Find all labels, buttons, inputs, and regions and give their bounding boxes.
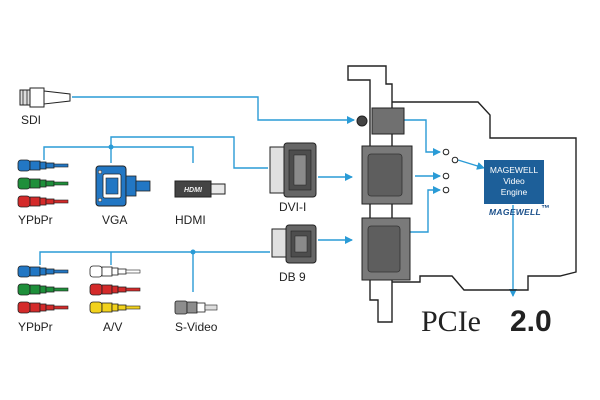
label-vga: VGA — [102, 213, 127, 227]
brand-trademark: ™ — [541, 203, 550, 213]
hdmi-connector-icon: HDMI — [174, 180, 226, 198]
label-ypbpr-top: YPbPr — [18, 213, 53, 227]
label-svideo: S-Video — [175, 320, 218, 334]
dvi-connector-icon — [269, 142, 317, 198]
wire-port-db9-switch — [410, 186, 441, 233]
wire-top-bus — [43, 146, 194, 163]
junction-top — [108, 144, 114, 150]
label-db9: DB 9 — [279, 270, 306, 284]
label-sdi: SDI — [21, 113, 41, 127]
card-port-sdi — [371, 107, 405, 135]
card-port-db9-socket — [367, 225, 401, 273]
av-connector-icon — [89, 265, 141, 314]
pcie-card: MAGEWELL Video Engine MAGEWELL ™ — [347, 65, 577, 323]
chip-line3: Engine — [501, 187, 528, 197]
card-port-dvi-socket — [367, 153, 403, 197]
label-hdmi: HDMI — [175, 213, 206, 227]
wire-sdi — [72, 96, 355, 124]
label-av: A/V — [103, 320, 122, 334]
wire-bottom-bus — [39, 251, 194, 292]
switch-common — [451, 156, 459, 164]
junction-bottom — [190, 249, 196, 255]
card-board — [392, 101, 577, 291]
db9-connector-icon — [271, 224, 317, 264]
ypbpr-bottom-connector-icon — [17, 265, 69, 314]
wire-port-sdi-switch — [404, 119, 441, 156]
switch-contact-1 — [442, 148, 450, 156]
hdmi-logo-text: HDMI — [184, 187, 203, 194]
vga-connector-icon — [95, 165, 151, 207]
chip-line2: Video — [503, 176, 525, 186]
sdi-connector-icon — [19, 87, 71, 108]
pcie-label: PCIe — [421, 305, 481, 338]
label-dvi: DVI-I — [279, 200, 306, 214]
svideo-connector-icon — [174, 300, 218, 315]
label-ypbpr-bottom: YPbPr — [18, 320, 53, 334]
chip-line1: MAGEWELL — [490, 165, 538, 175]
ypbpr-top-connector-icon — [17, 159, 69, 208]
brand-logo: MAGEWELL — [489, 207, 541, 217]
card-port-sdi-hole — [356, 115, 368, 127]
wires — [39, 96, 517, 297]
switch-contact-3 — [442, 186, 450, 194]
pcie-version: 2.0 — [510, 305, 552, 338]
video-engine-chip — [484, 160, 544, 204]
wire-top-to-dvi — [110, 136, 268, 169]
switch-contact-2 — [442, 172, 450, 180]
wire-switch-chip — [457, 159, 485, 170]
